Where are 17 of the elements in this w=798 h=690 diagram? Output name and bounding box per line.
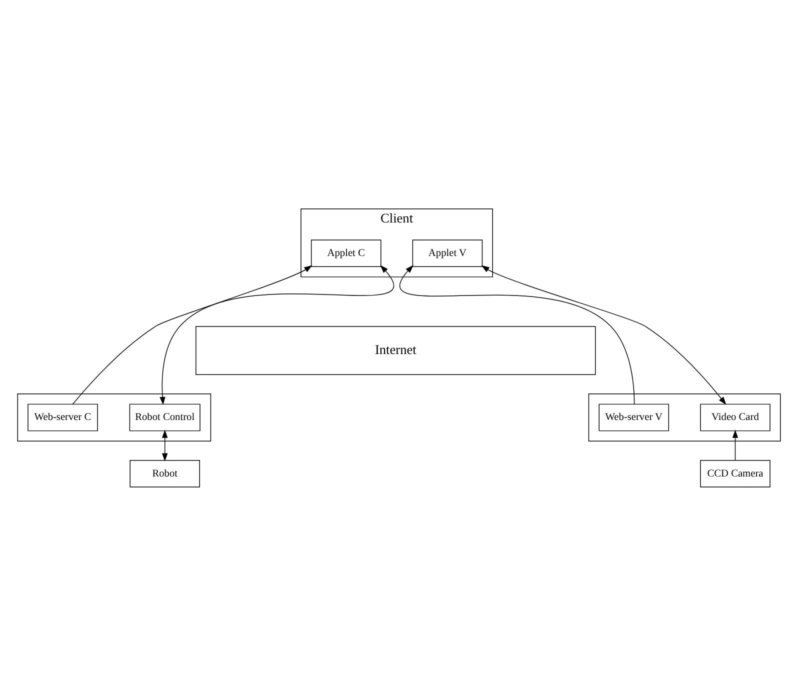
node-box: Internet bbox=[196, 326, 596, 375]
arrow bbox=[481, 265, 726, 405]
cluster bbox=[588, 393, 781, 442]
cluster bbox=[17, 393, 212, 442]
node-box: Video Card bbox=[700, 404, 770, 432]
node-box: Robot bbox=[130, 460, 200, 488]
arrow bbox=[162, 430, 168, 462]
node-box: Applet C bbox=[310, 240, 382, 267]
arrow bbox=[400, 265, 635, 405]
arrow bbox=[72, 265, 312, 404]
arrow bbox=[160, 265, 394, 406]
node-box: CCD Camera bbox=[700, 460, 770, 488]
node-box: Applet V bbox=[412, 240, 483, 267]
node-box: Web-server V bbox=[598, 404, 670, 432]
arrow bbox=[732, 430, 738, 461]
node-box: Robot Control bbox=[129, 404, 200, 432]
node-box: Web-server C bbox=[28, 404, 98, 432]
